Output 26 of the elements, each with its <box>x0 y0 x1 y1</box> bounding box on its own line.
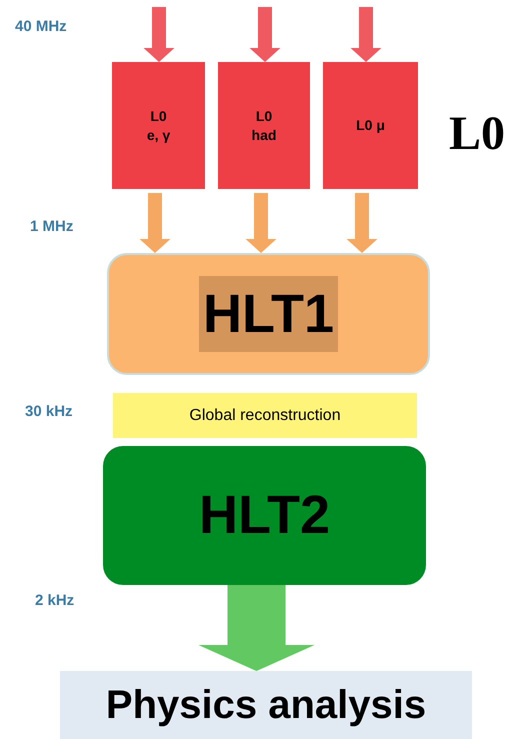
box-label: Global reconstruction <box>189 406 341 426</box>
box-label: L0 e, γ <box>146 106 172 144</box>
process-band <box>113 393 417 438</box>
box-title: HLT2 <box>199 484 330 548</box>
output-box <box>60 671 472 739</box>
box-label: L0 μ <box>356 116 385 135</box>
process-box <box>107 253 430 375</box>
arrow <box>250 7 280 62</box>
trigger-box <box>112 62 205 189</box>
rate-label: 30 kHz <box>25 403 73 420</box>
stage-label: L0 <box>449 106 506 161</box>
arrow <box>144 7 174 62</box>
box-title: Physics analysis <box>106 682 426 729</box>
highlighted-title: HLT1 <box>199 276 338 352</box>
arrow <box>350 7 382 62</box>
process-box <box>103 446 426 585</box>
arrow <box>140 193 170 253</box>
trigger-box <box>323 62 418 189</box>
rate-label: 2 kHz <box>35 592 74 609</box>
rate-label: 1 MHz <box>30 218 74 235</box>
box-label: L0 had <box>250 106 278 144</box>
arrow <box>198 585 314 671</box>
rate-label: 40 MHz <box>15 18 67 35</box>
trigger-box <box>218 62 310 189</box>
arrow <box>246 193 276 253</box>
arrow <box>346 193 378 253</box>
